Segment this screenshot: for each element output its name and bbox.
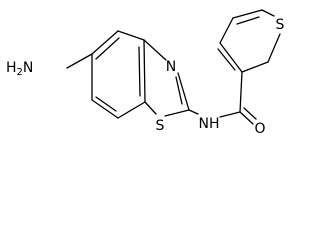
bond xyxy=(177,72,190,111)
bond xyxy=(219,17,234,44)
bond xyxy=(175,76,183,105)
bond xyxy=(95,37,120,60)
bond xyxy=(236,16,260,25)
bond xyxy=(138,46,141,97)
bond xyxy=(239,111,254,125)
amide-nitrogen-label: NH xyxy=(199,116,220,132)
thiophene-ring xyxy=(217,9,281,73)
bond xyxy=(95,96,117,112)
bond xyxy=(261,9,275,17)
bond xyxy=(144,101,157,115)
carbonyl-oxygen-label: O xyxy=(254,121,265,137)
bond xyxy=(91,30,119,55)
chemical-structure-diagram: H2N N S NH O S xyxy=(6,9,285,137)
bond xyxy=(219,42,243,73)
thiazole-ring xyxy=(143,39,190,117)
bond xyxy=(232,9,263,19)
bond xyxy=(243,107,257,120)
bond xyxy=(239,71,243,113)
thiazole-nitrogen-label: N xyxy=(166,59,176,75)
thiophene-sulfur-label: S xyxy=(276,17,285,33)
bond xyxy=(143,39,167,61)
atom-labels: H2N N S NH O S xyxy=(6,17,285,137)
amide-group xyxy=(188,71,257,125)
benzene-ring xyxy=(66,30,146,119)
amine-label: H2N xyxy=(6,60,33,78)
bond xyxy=(143,39,146,103)
bond xyxy=(91,99,119,119)
bond xyxy=(241,61,269,73)
bond xyxy=(66,53,93,69)
bond xyxy=(117,30,145,41)
bond xyxy=(188,109,199,115)
bond xyxy=(117,101,146,119)
thiazole-sulfur-label: S xyxy=(156,118,165,134)
bond xyxy=(217,48,236,71)
bond xyxy=(164,109,190,117)
bond xyxy=(267,33,281,63)
bond xyxy=(219,111,241,118)
